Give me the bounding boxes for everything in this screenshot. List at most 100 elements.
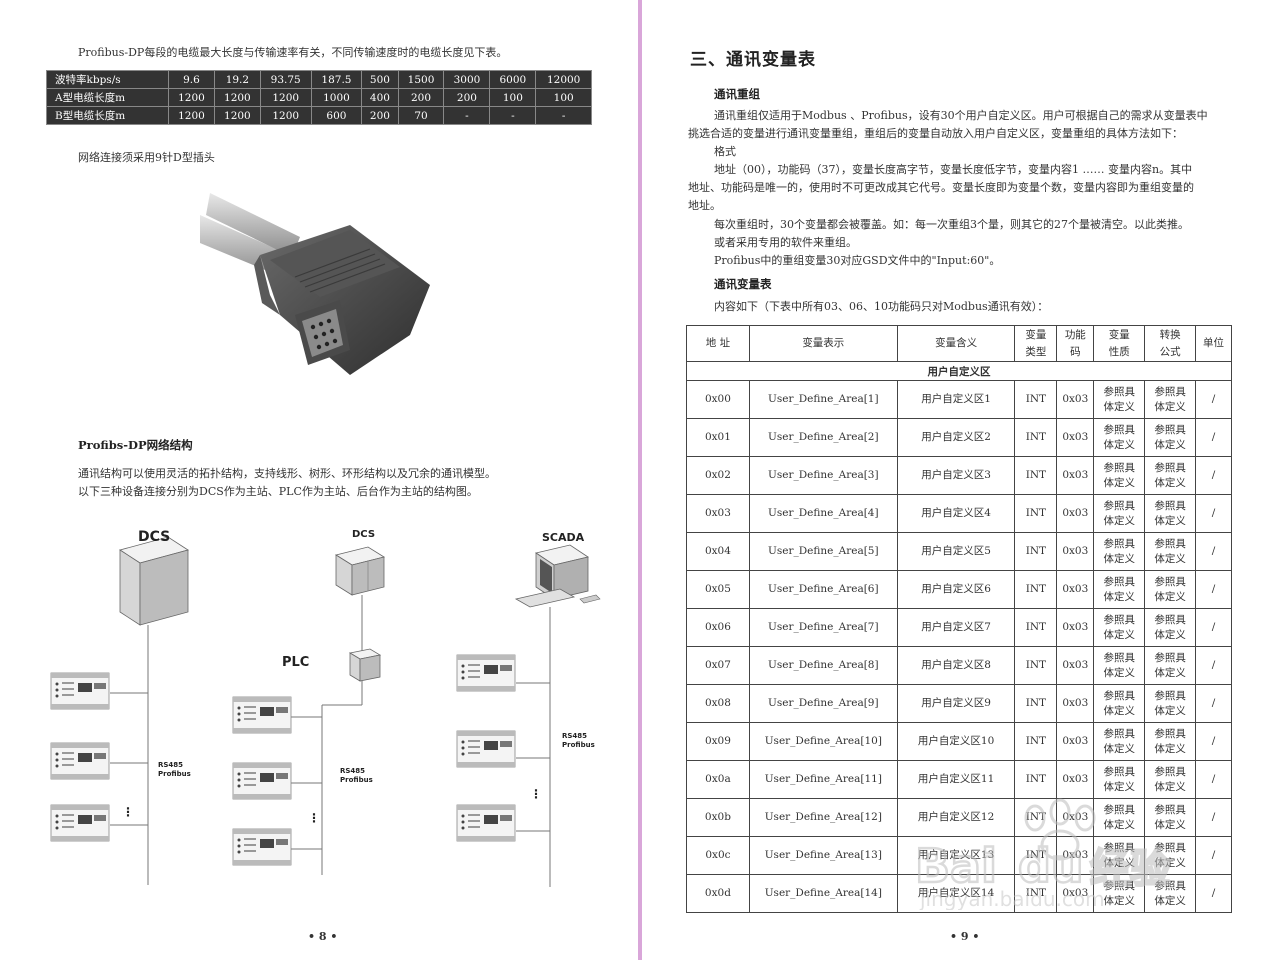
regroup-paragraph-1b: 挑选合适的变量进行通讯变量重组，重组后的变量自动放入用户自定义区，变量重组的具体… — [688, 127, 1183, 140]
cable-length-value: 1200 — [168, 88, 215, 107]
formula-cell: 参照具体定义 — [1144, 608, 1197, 647]
meaning-cell: 用户自定义区10 — [896, 722, 1016, 761]
meaning-cell: 用户自定义区4 — [896, 494, 1016, 533]
nature-cell: 参照具体定义 — [1093, 684, 1146, 723]
speed-value: 500 — [361, 70, 399, 89]
function-code-cell: 0x03 — [1056, 532, 1095, 571]
function-code-cell: 0x03 — [1056, 798, 1095, 837]
cable-length-value: 100 — [489, 88, 537, 107]
address-cell: 0x07 — [686, 646, 750, 685]
network-diagram-lines — [110, 536, 601, 887]
meaning-cell: 用户自定义区8 — [896, 646, 1016, 685]
nature-cell: 参照具体定义 — [1093, 380, 1146, 419]
connector-text: 网络连接须采用9针D型插头 — [78, 151, 215, 164]
type-cell: INT — [1014, 646, 1058, 685]
unit-cell: / — [1195, 836, 1232, 875]
cable-length-value: 400 — [361, 88, 399, 107]
cable-length-value: 1000 — [310, 88, 363, 107]
regroup-heading: 通讯重组 — [714, 87, 760, 101]
col-header-meaning: 变量含义 — [896, 325, 1016, 362]
cable-length-value: 1200 — [213, 88, 261, 107]
cable-type-label: B型电缆长度m — [46, 106, 169, 125]
field-device-icon — [456, 804, 516, 842]
cable-length-value: 600 — [310, 106, 363, 125]
type-cell: INT — [1014, 456, 1058, 495]
formula-cell: 参照具体定义 — [1144, 722, 1197, 761]
type-cell: INT — [1014, 532, 1058, 571]
cable-length-value: 100 — [535, 88, 592, 107]
cable-length-value: - — [535, 106, 592, 125]
speed-value: 93.75 — [259, 70, 312, 89]
representation-cell: User_Define_Area[6] — [748, 570, 898, 609]
rs485-profibus-label-1: RS485 Profibus — [158, 761, 191, 779]
formula-cell: 参照具体定义 — [1144, 798, 1197, 837]
type-cell: INT — [1014, 722, 1058, 761]
ellipsis-3: ⋮ — [530, 787, 542, 801]
function-code-cell: 0x03 — [1056, 874, 1095, 913]
network-text-2: 以下三种设备连接分别为DCS作为主站、PLC作为主站、后台作为主站的结构图。 — [78, 485, 478, 498]
formula-cell: 参照具体定义 — [1144, 874, 1197, 913]
network-text-1: 通讯结构可以使用灵活的拓扑结构，支持线形、树形、环形结构以及冗余的通讯模型。 — [78, 467, 496, 480]
col-header-formula: 转换公式 — [1144, 325, 1197, 362]
representation-cell: User_Define_Area[14] — [748, 874, 898, 913]
representation-cell: User_Define_Area[1] — [748, 380, 898, 419]
format-paragraph-b: 地址、功能码是唯一的，使用时不可更改成其它代号。变量长度即为变量个数，变量内容即… — [688, 181, 1194, 194]
variable-table: 地 址 变量表示 变量含义 变量类型 功能码 变量性质 转换公式 单位 用户自定… — [686, 325, 1232, 913]
address-cell: 0x0c — [686, 836, 750, 875]
cable-length-intro: Profibus-DP每段的电缆最大长度与传输速率有关，不同传输速度时的电缆长度… — [78, 46, 508, 59]
unit-cell: / — [1195, 418, 1232, 457]
formula-cell: 参照具体定义 — [1144, 646, 1197, 685]
type-cell: INT — [1014, 760, 1058, 799]
unit-cell: / — [1195, 494, 1232, 533]
unit-cell: / — [1195, 646, 1232, 685]
format-paragraph-c: 地址。 — [688, 199, 721, 212]
formula-cell: 参照具体定义 — [1144, 836, 1197, 875]
cable-length-value: 1200 — [213, 106, 261, 125]
nature-cell: 参照具体定义 — [1093, 722, 1146, 761]
function-code-cell: 0x03 — [1056, 456, 1095, 495]
meaning-cell: 用户自定义区7 — [896, 608, 1016, 647]
table-heading: 通讯变量表 — [714, 277, 772, 291]
address-cell: 0x0b — [686, 798, 750, 837]
formula-cell: 参照具体定义 — [1144, 418, 1197, 457]
network-diagram: DCS DCS PLC SCADA RS485 Profibus RS485 P… — [40, 515, 620, 905]
formula-cell: 参照具体定义 — [1144, 684, 1197, 723]
speed-value: 187.5 — [310, 70, 363, 89]
rs485-text: RS485 — [562, 732, 588, 740]
cable-length-value: 1200 — [259, 106, 312, 125]
nature-cell: 参照具体定义 — [1093, 570, 1146, 609]
col-header-type: 变量类型 — [1014, 325, 1058, 362]
cable-type-label: A型电缆长度m — [46, 88, 169, 107]
dcs-server-1-icon — [119, 536, 189, 626]
type-cell: INT — [1014, 418, 1058, 457]
formula-cell: 参照具体定义 — [1144, 456, 1197, 495]
unit-cell: / — [1195, 684, 1232, 723]
ellipsis-2: ⋮ — [308, 811, 320, 825]
regroup-paragraph-1a: 通讯重组仅适用于Modbus 、Profibus，设有30个用户自定义区。用户可… — [714, 109, 1208, 122]
col-header-address: 地 址 — [686, 325, 750, 362]
meaning-cell: 用户自定义区11 — [896, 760, 1016, 799]
nature-cell: 参照具体定义 — [1093, 836, 1146, 875]
representation-cell: User_Define_Area[7] — [748, 608, 898, 647]
representation-cell: User_Define_Area[11] — [748, 760, 898, 799]
rs485-profibus-label-3: RS485 Profibus — [562, 732, 595, 750]
representation-cell: User_Define_Area[10] — [748, 722, 898, 761]
function-code-cell: 0x03 — [1056, 494, 1095, 533]
unit-cell: / — [1195, 798, 1232, 837]
function-code-cell: 0x03 — [1056, 418, 1095, 457]
scada-label: SCADA — [542, 531, 585, 544]
scada-computer-icon — [514, 544, 601, 608]
field-device-icon — [232, 828, 292, 866]
representation-cell: User_Define_Area[13] — [748, 836, 898, 875]
